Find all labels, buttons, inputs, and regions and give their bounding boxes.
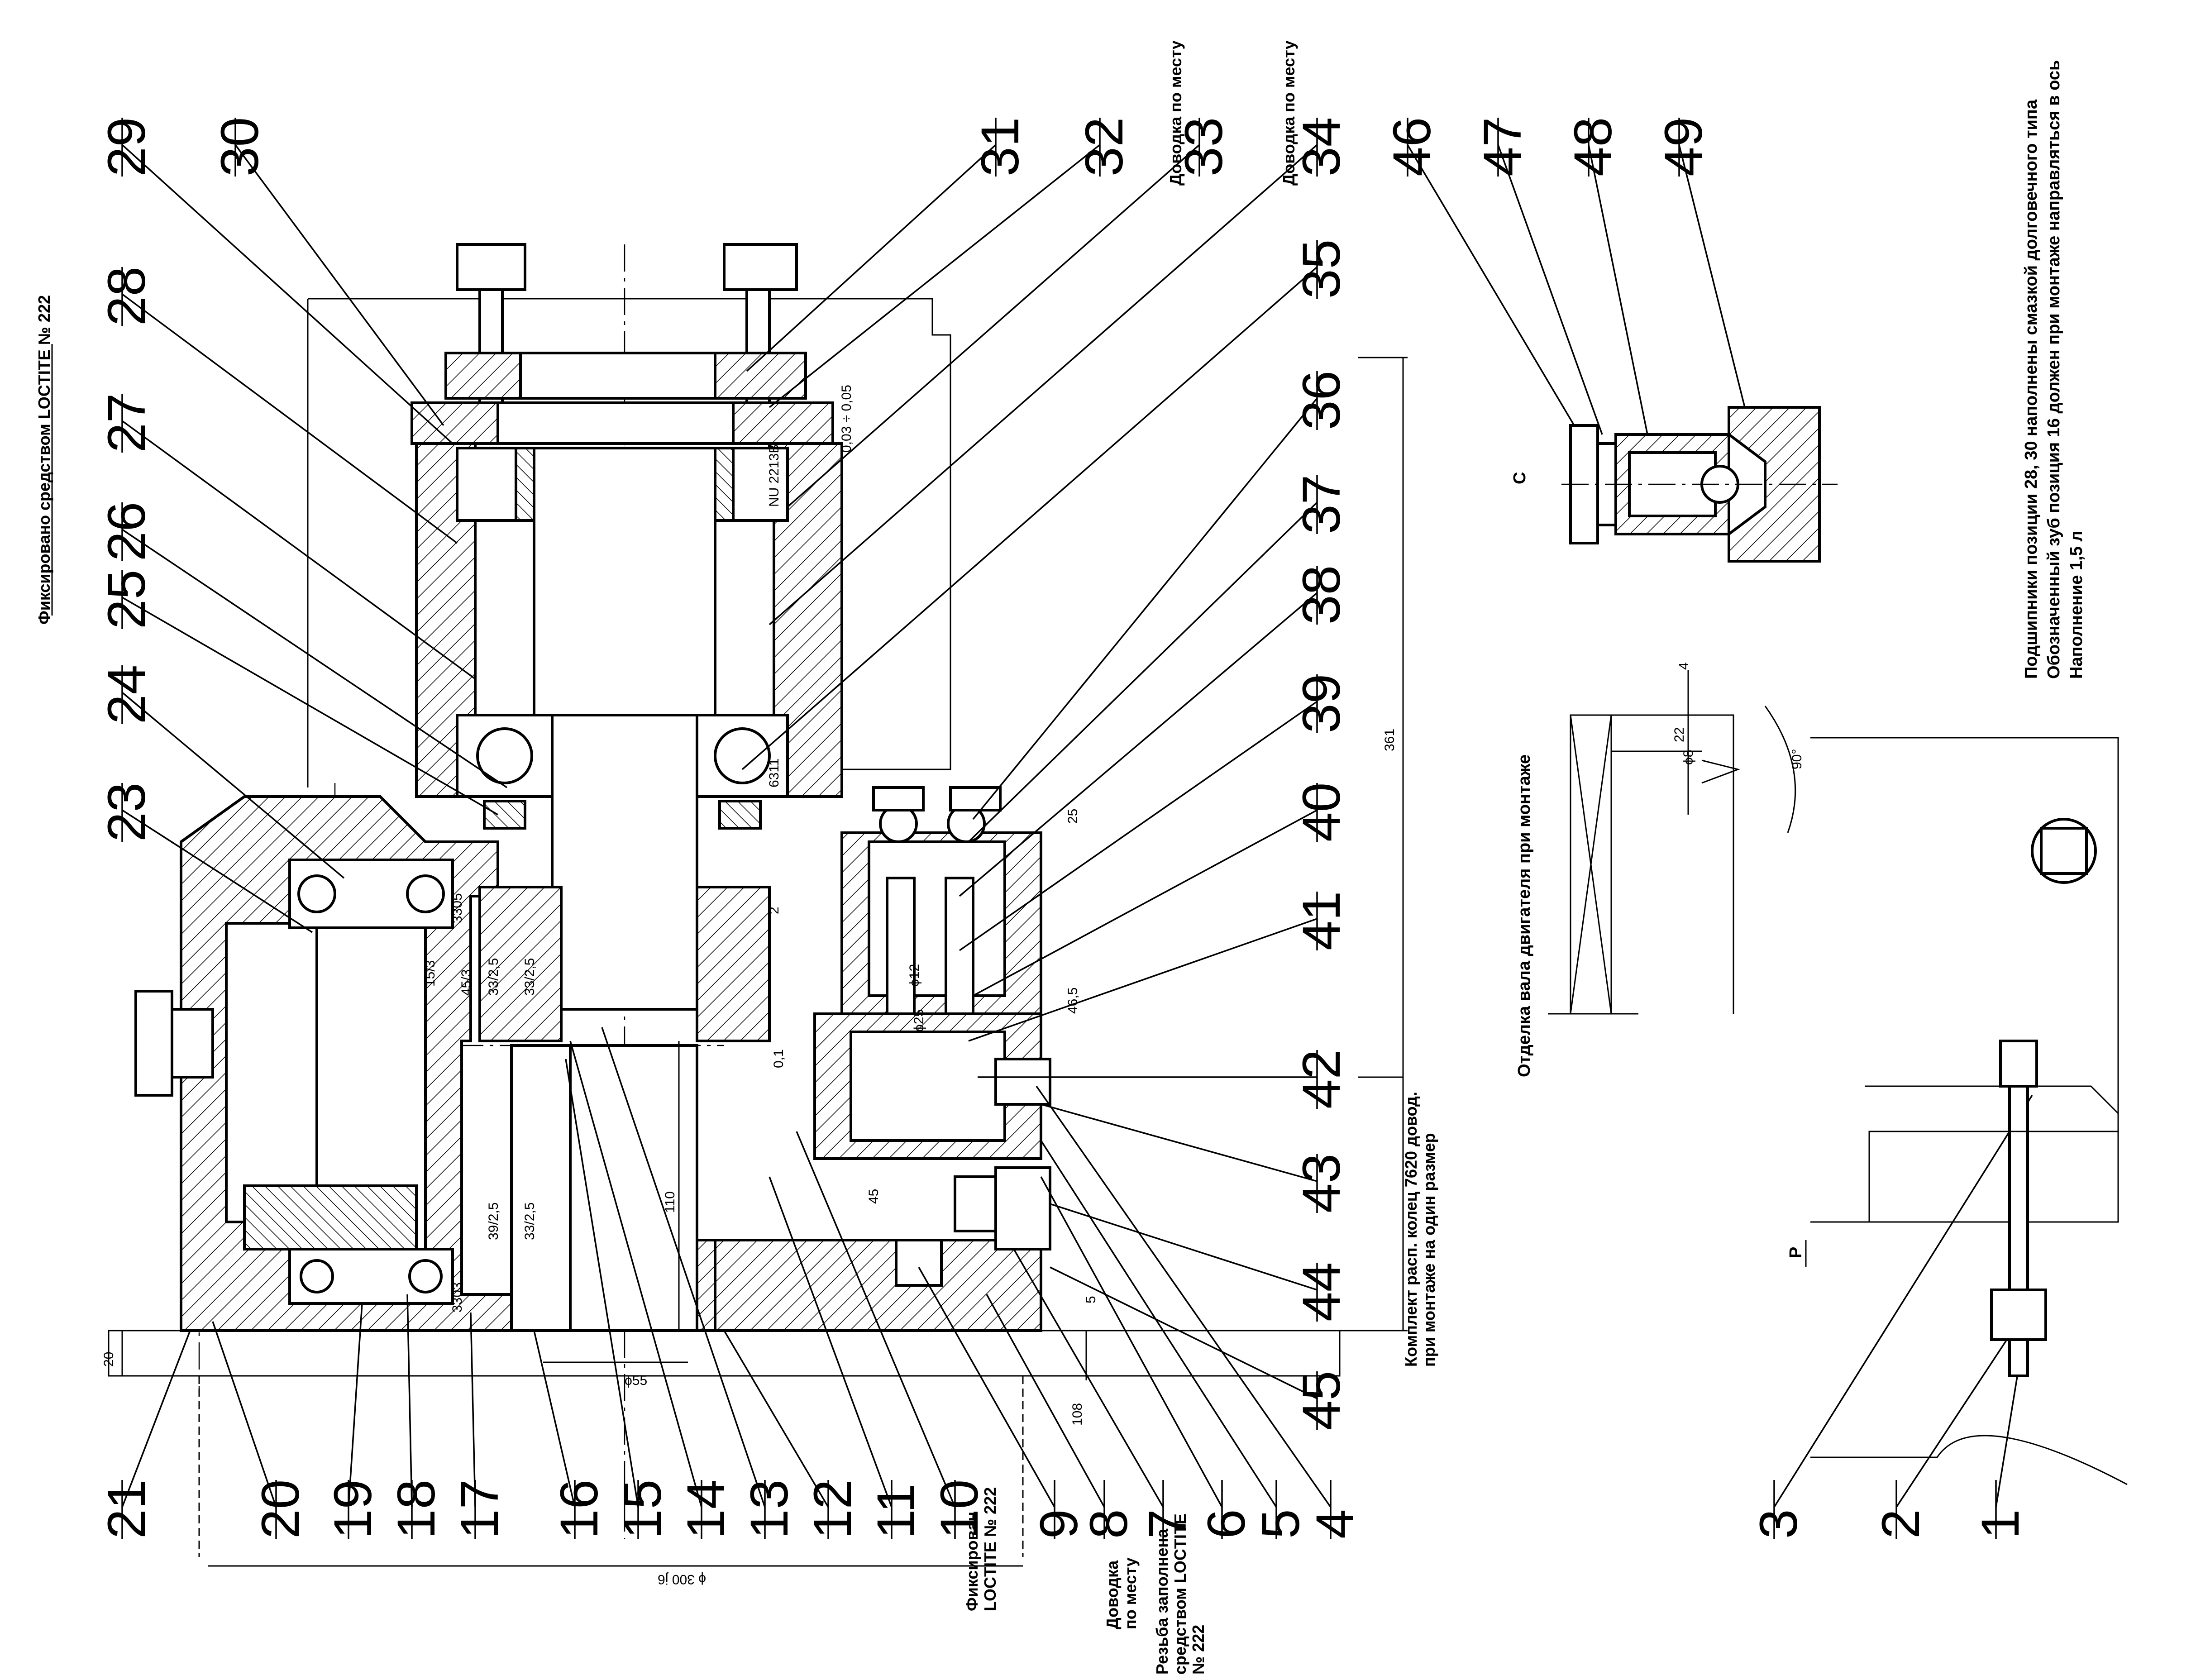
note-loctite-top: Фиксировано средством LOCTITE № 222	[35, 295, 53, 625]
bearing-nu2213b: NU 2213B	[767, 444, 782, 507]
main-section-view	[108, 243, 1341, 1557]
note-dovodka-8a: Доводка	[1103, 1560, 1122, 1629]
callout-26: 26	[97, 502, 157, 561]
dim-361: 361	[1382, 729, 1397, 751]
kit-rings-a: Комплект расп. колец 7620 довод.	[1402, 1092, 1420, 1367]
note-thread-7c: № 222	[1189, 1625, 1208, 1675]
note-loctite-10a: Фиксирован	[963, 1512, 981, 1611]
shaft-motor-title: Отделка вала двигателя при монтаже	[1515, 754, 1534, 1077]
callout-33: 33	[1174, 117, 1234, 177]
callout-12: 12	[803, 1480, 863, 1539]
detail-motor-shaft: Отделка вала двигателя при монтаже ϕ8 90…	[1515, 662, 1805, 1077]
note-loctite-10b: LOCTITE № 222	[981, 1487, 999, 1611]
callouts-top: 29 30 28 27 26 25 24 23 31 32 33 34 35 3…	[35, 40, 1752, 1430]
gear-mark-6: 33/2,5	[522, 1203, 537, 1240]
dim-angle: 90°	[1790, 749, 1805, 769]
callout-3: 3	[1749, 1509, 1809, 1539]
dim-25: 25	[1065, 809, 1080, 824]
callout-49: 49	[1654, 117, 1714, 177]
general-notes: Подшипники позиции 28, 30 наполнены смаз…	[2022, 60, 2086, 679]
dim-2: 2	[767, 907, 782, 914]
dim-22: 22	[1672, 727, 1687, 742]
callout-1: 1	[1971, 1509, 2030, 1539]
dim-110: 110	[663, 1191, 678, 1213]
dim-d25: ϕ25	[912, 1009, 926, 1032]
gear-mark-2: 45/3	[459, 969, 474, 996]
detail-view-c: С	[1510, 406, 1838, 563]
dim-tol: 0,03 ÷ 0,05	[839, 385, 854, 453]
callout-14: 14	[676, 1480, 736, 1539]
callout-10: 10	[930, 1480, 989, 1539]
kit-rings-b: при монтаже на один размер	[1420, 1133, 1438, 1367]
callout-13: 13	[740, 1480, 799, 1539]
callout-39: 39	[1292, 674, 1351, 733]
callout-42: 42	[1292, 1050, 1351, 1109]
view-p-label: Р	[1786, 1247, 1805, 1258]
callout-27: 27	[97, 393, 157, 453]
callout-38: 38	[1292, 565, 1351, 625]
dim-gap: 0,1	[771, 1049, 786, 1068]
callout-31: 31	[970, 117, 1030, 177]
callout-4: 4	[1305, 1509, 1365, 1539]
callout-7: 7	[1138, 1509, 1198, 1539]
gear-mark-5: 39/2,5	[486, 1203, 501, 1240]
dim-d300: ϕ 300 j6	[658, 1572, 706, 1587]
callout-9: 9	[1029, 1509, 1089, 1539]
callout-6: 6	[1197, 1509, 1256, 1539]
dim-46: 46,5	[1065, 988, 1080, 1014]
bearing-3303: 3303	[450, 1282, 465, 1312]
callout-44: 44	[1292, 1262, 1351, 1322]
callout-43: 43	[1292, 1154, 1351, 1213]
callout-2: 2	[1871, 1509, 1931, 1539]
bearing-6311: 6311	[767, 758, 782, 788]
callout-8: 8	[1079, 1509, 1139, 1539]
callout-46: 46	[1382, 117, 1442, 177]
callout-21: 21	[97, 1480, 157, 1539]
callout-41: 41	[1292, 891, 1351, 950]
note-dovodka-33: Доводка по месту	[1166, 40, 1185, 186]
callout-34: 34	[1292, 117, 1351, 177]
detail-view-p: Р	[1786, 737, 2128, 1485]
dim-d55: ϕ55	[625, 1373, 647, 1388]
dim-45: 45	[866, 1189, 881, 1204]
callout-35: 35	[1292, 239, 1351, 299]
callout-5: 5	[1251, 1509, 1311, 1539]
callout-16: 16	[549, 1480, 609, 1539]
dim-d8: ϕ8	[1681, 750, 1696, 765]
callout-30: 30	[210, 117, 270, 177]
callout-20: 20	[251, 1480, 310, 1539]
callout-18: 18	[387, 1480, 446, 1539]
gear-mark-4: 33/2,5	[522, 958, 537, 996]
callout-11: 11	[866, 1484, 926, 1539]
note-thread-7b: средством LOCTITE	[1171, 1513, 1189, 1675]
note-dovodka-34: Доводка по месту	[1279, 40, 1298, 186]
callout-24: 24	[97, 665, 157, 724]
dim-d12: ϕ12	[907, 964, 922, 987]
callouts-bottom: 21 20 19 18 17 16 15 14 13 12 11 10 9 8 …	[97, 1027, 2038, 1675]
callout-32: 32	[1074, 117, 1134, 177]
callout-28: 28	[97, 267, 157, 326]
callout-45: 45	[1292, 1371, 1351, 1430]
dim-108: 108	[1070, 1403, 1085, 1426]
callout-17: 17	[450, 1480, 510, 1539]
dim-5: 5	[1084, 1296, 1098, 1303]
callout-36: 36	[1292, 371, 1351, 430]
gear-mark-3: 33/2,5	[486, 958, 501, 996]
dim-20: 20	[101, 1352, 116, 1367]
note-line-3: Наполнение 1,5 л	[2067, 530, 2086, 679]
callout-19: 19	[323, 1480, 383, 1539]
callout-37: 37	[1292, 475, 1351, 534]
note-line-2: Обозначенный зуб позиция 16 должен при м…	[2044, 60, 2063, 679]
note-dovodka-8b: по месту	[1121, 1558, 1140, 1629]
callout-47: 47	[1473, 117, 1532, 177]
callout-15: 15	[613, 1480, 673, 1539]
note-line-1: Подшипники позиции 28, 30 наполнены смаз…	[2022, 99, 2041, 679]
view-c-label: С	[1510, 472, 1529, 484]
callout-40: 40	[1292, 783, 1351, 842]
bearing-3305: 3305	[450, 893, 465, 923]
note-thread-7a: Резьба заполнена	[1153, 1528, 1171, 1675]
dim-4: 4	[1676, 662, 1691, 670]
gear-mark-1: 15/3	[423, 960, 438, 987]
